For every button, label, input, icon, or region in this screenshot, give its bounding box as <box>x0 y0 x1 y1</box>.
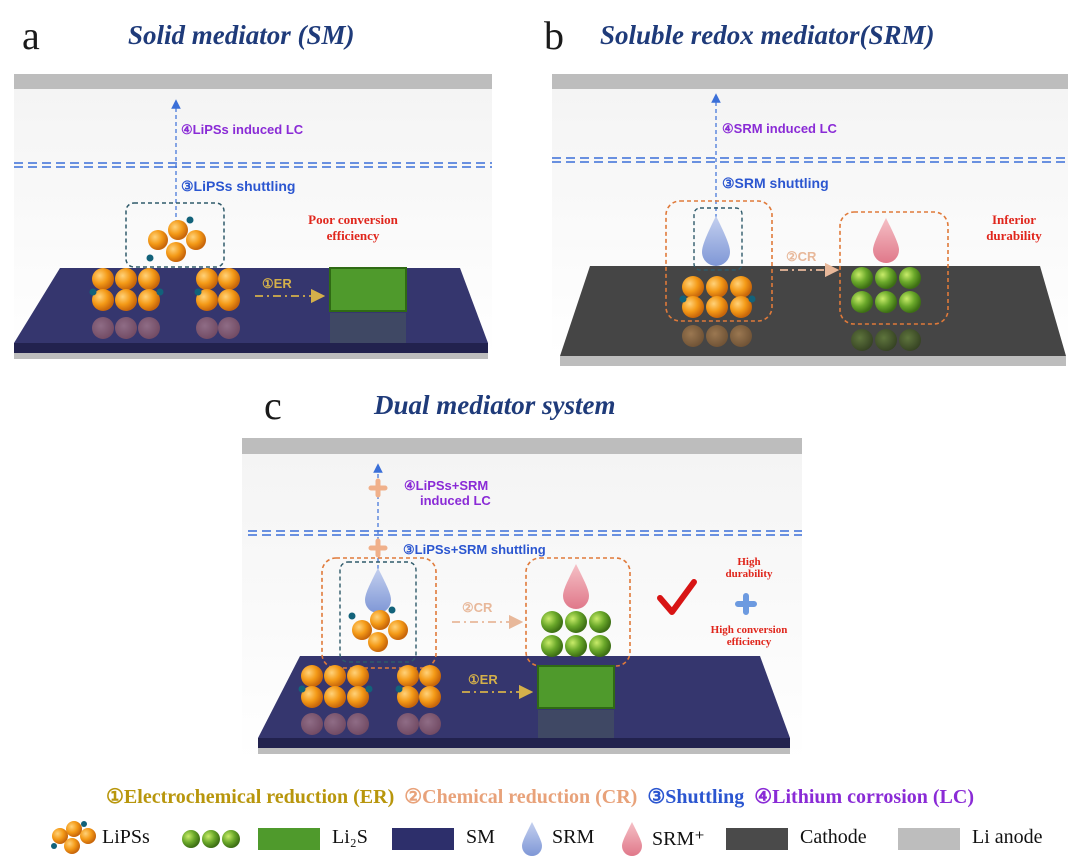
panel-c-floor-lipss <box>298 665 441 708</box>
panel-a-note-line2: efficiency <box>326 228 380 243</box>
panel-b-shuttle-label: ③SRM shuttling <box>722 175 829 191</box>
panel-c-note-top-line1: High <box>737 556 761 568</box>
panel-a-floor-lipss <box>89 268 240 311</box>
panel-a-er-label: ①ER <box>262 276 292 291</box>
legend-step-er: ①Electrochemical reduction (ER) <box>106 786 395 808</box>
panel-c-shuttle-label: ③LiPSs+SRM shuttling <box>403 542 546 557</box>
panel-a-floating-lipss <box>146 216 206 262</box>
panel-c-er-label: ①ER <box>468 672 498 687</box>
legend-sm-label: SM <box>466 826 495 848</box>
panel-b-graphic <box>552 74 1068 366</box>
legend-icons <box>51 821 960 856</box>
panel-a-note: Poor conversion efficiency <box>298 212 408 244</box>
panel-b-title: Soluble redox mediator(SRM) <box>600 20 935 50</box>
panel-a-graphic <box>14 74 492 359</box>
panel-c-letter: c <box>264 383 282 428</box>
panel-b-note-line1: Inferior <box>991 212 1037 227</box>
panel-c-note-bottom-line1: High conversion <box>710 624 788 636</box>
panel-b-lc-label: ④SRM induced LC <box>722 121 837 136</box>
panel-c-note-bottom-line2: efficiency <box>726 636 772 648</box>
panel-a-title: Solid mediator (SM) <box>128 20 355 50</box>
panel-c-lc-label: ④LiPSs+SRM induced LC <box>404 478 491 508</box>
panel-b-lipss <box>679 276 756 318</box>
panel-b-note-line2: durability <box>986 228 1042 243</box>
panel-c-note-top-line2: durability <box>725 568 773 580</box>
panel-a-lc-label: ④LiPSs induced LC <box>181 122 304 137</box>
panel-b-cr-label: ②CR <box>786 249 817 264</box>
panel-c-title: Dual mediator system <box>374 390 616 420</box>
panel-b-note: Inferior durability <box>966 212 1062 244</box>
panel-c-cr-label: ②CR <box>462 600 493 615</box>
legend-step-cr: ②Chemical reduction (CR) <box>404 786 638 808</box>
legend-cathode-label: Cathode <box>800 826 867 848</box>
legend-srm-label: SRM <box>552 826 595 848</box>
panel-c-lc-line1: ④LiPSs+SRM <box>404 478 489 493</box>
panel-a-shuttle-label: ③LiPSs shuttling <box>181 178 296 194</box>
panel-a-note-line1: Poor conversion <box>308 212 398 227</box>
panel-b-letter: b <box>544 13 564 58</box>
panel-c-note-top: High durability <box>706 556 792 580</box>
panel-c-graphic <box>242 438 802 762</box>
legend-steps: ①Electrochemical reduction (ER) ②Chemica… <box>0 784 1080 809</box>
legend-li-anode-label: Li anode <box>972 826 1043 848</box>
panel-b-li2s-spheres <box>851 267 921 313</box>
panel-c-note-bottom: High conversion efficiency <box>696 624 802 648</box>
panel-c-floating-lipss <box>348 606 408 652</box>
legend-srm-plus-label: SRM⁺ <box>652 828 705 850</box>
legend-li2s-label: Li₂S <box>332 826 368 848</box>
panel-a-letter: a <box>22 13 40 58</box>
legend-lipss-label: LiPSs <box>102 826 150 848</box>
legend-step-lc: ④Lithium corrosion (LC) <box>754 786 974 808</box>
panel-c-lc-line2: induced LC <box>420 493 491 508</box>
legend-step-shuttling: ③Shuttling <box>647 786 745 808</box>
panel-c-li2s-spheres <box>541 611 611 657</box>
